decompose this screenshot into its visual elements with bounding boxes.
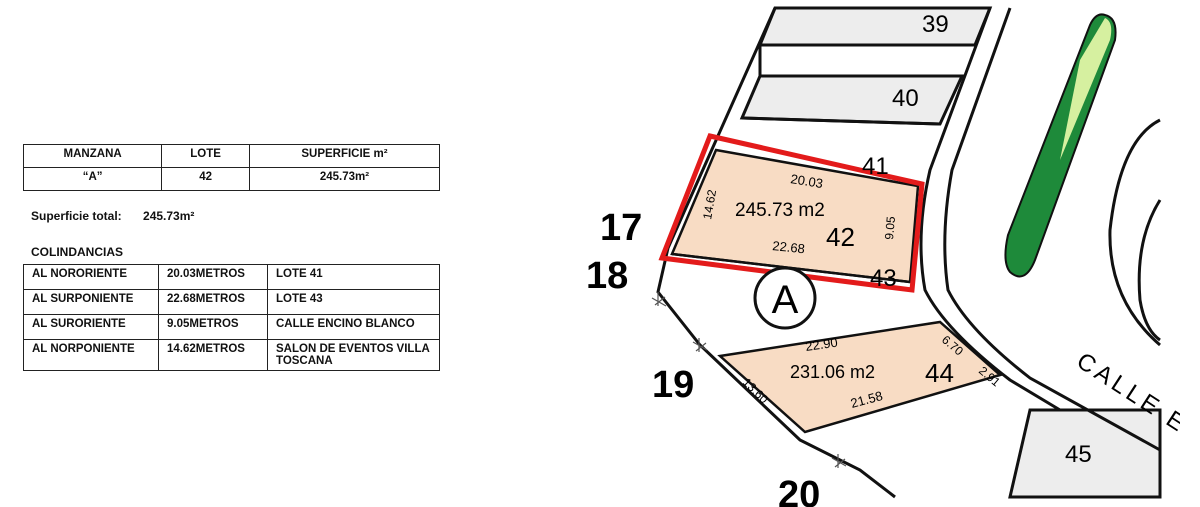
external-lot-19: 19 [652,364,694,406]
table-row: AL SURPONIENTE 22.68METROS LOTE 43 [23,289,440,315]
distance-cell: 9.05METROS [158,314,268,340]
island-curve-inner [1137,199,1162,342]
cell-superficie: 245.73m² [248,167,441,191]
lot-label-43: 43 [870,265,897,292]
island-curve [1108,118,1161,347]
lot-42-highlight-frame [658,133,925,293]
total-area-value: 245.73m² [143,209,195,223]
neighbor-cell: CALLE ENCINO BLANCO [267,314,440,340]
lot-44 [717,320,1003,434]
cell-manzana: “A” [22,167,163,191]
table-row: AL NORPONIENTE 14.62METROS SALON DE EVEN… [23,339,440,371]
table-row: “A” 42 245.73m² [22,167,441,191]
cell-lote: 42 [161,167,250,191]
survey-markers [651,292,847,468]
neighbor-cell: LOTE 43 [267,289,440,315]
subdivision-plan: A 39 40 41 42 43 44 45 17 18 19 20 245.7… [586,6,1180,507]
table-header-row: MANZANA LOTE SUPERFICIE m² [22,144,441,168]
lot-42-north: 20.03 [790,171,824,191]
distance-cell: 20.03METROS [158,264,268,290]
table-row: AL SURORIENTE 9.05METROS CALLE ENCINO BL… [23,314,440,340]
lot-label-45: 45 [1065,441,1092,468]
green-strip-highlight [1060,18,1112,160]
direction-cell: AL NORORIENTE [23,264,159,290]
header-lote: LOTE [161,144,250,168]
lot-label-41: 41 [862,153,889,180]
neighbor-cell: LOTE 41 [267,264,440,290]
header-manzana: MANZANA [22,144,163,168]
lot-label-44: 44 [925,358,954,388]
distance-cell: 22.68METROS [158,289,268,315]
lot-39 [757,6,993,47]
lot-42-area: 245.73 m2 [735,200,825,221]
total-area-label: Superficie total: [31,209,122,223]
lot-42-east: 9.05 [882,215,898,240]
external-lot-18: 18 [586,255,628,297]
lot-label-40: 40 [892,85,919,112]
header-superficie: SUPERFICIE m² [248,144,441,168]
block-marker-circle [753,266,817,330]
distance-cell: 14.62METROS [158,339,268,371]
neighbor-cell: SALON DE EVENTOS VILLA TOSCANA [267,339,440,371]
street-edge [919,7,1061,412]
direction-cell: AL SURORIENTE [23,314,159,340]
lot-summary-table: MANZANA LOTE SUPERFICIE m² “A” 42 245.73… [22,144,441,191]
lot-label-39: 39 [922,11,949,38]
colindancias-title: COLINDANCIAS [31,245,123,259]
lot-42-south: 22.68 [772,238,806,256]
lot-44-north: 22.90 [804,335,838,354]
direction-cell: AL NORPONIENTE [23,339,159,371]
lot-label-42: 42 [826,222,855,252]
colindancias-table: AL NORORIENTE 20.03METROS LOTE 41 AL SUR… [23,264,440,371]
lot-42-west: 14.62 [700,188,719,220]
block-letter: A [772,278,799,322]
lot-44-area: 231.06 m2 [790,362,875,382]
external-lot-20: 20 [778,474,820,507]
street-edge-outer [943,7,1161,452]
lot-41-boundary [741,116,941,126]
direction-cell: AL SURPONIENTE [23,289,159,315]
external-lot-17: 17 [600,207,642,249]
lot-45 [1008,408,1162,499]
lot-40 [739,74,965,126]
table-row: AL NORORIENTE 20.03METROS LOTE 41 [23,264,440,290]
total-area-line: Superficie total: 245.73m² [31,209,194,223]
